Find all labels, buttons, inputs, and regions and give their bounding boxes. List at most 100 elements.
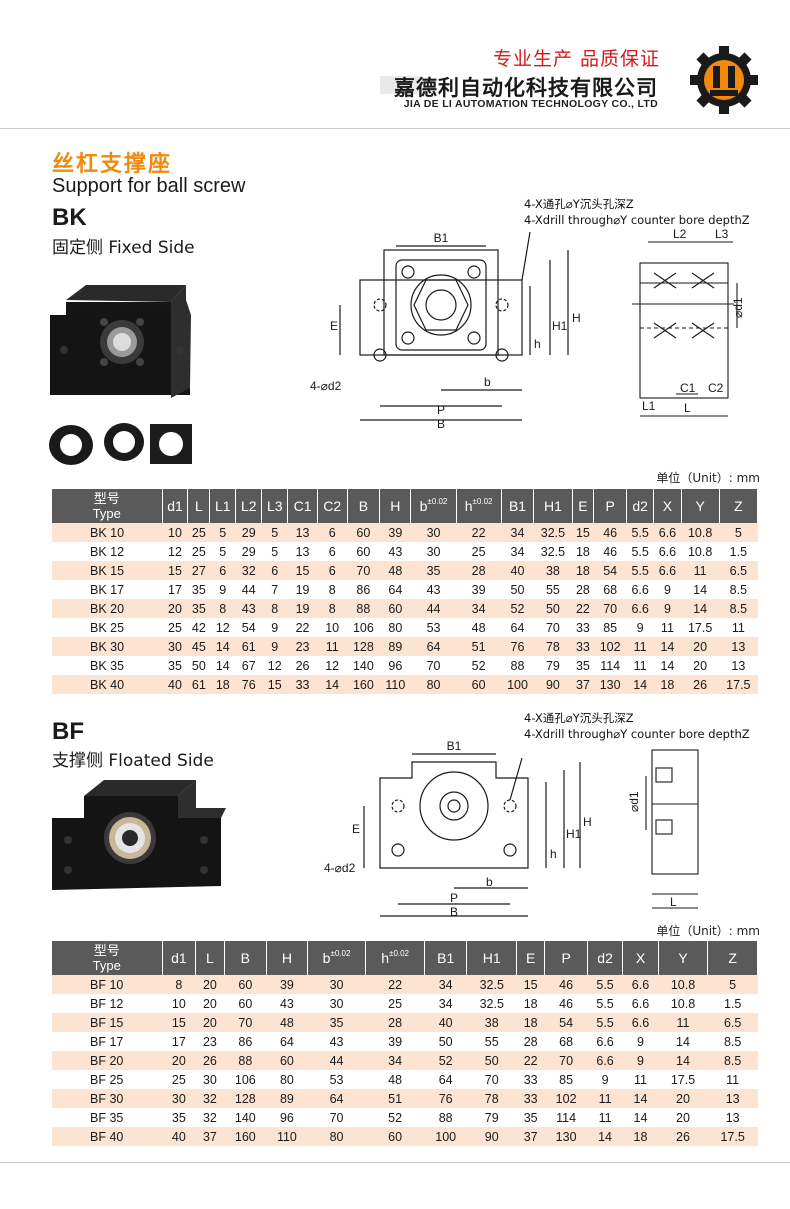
table-cell-type: BF 30 bbox=[52, 1089, 162, 1108]
table-cell: 79 bbox=[466, 1108, 517, 1127]
table-cell: 17.5 bbox=[719, 675, 758, 694]
table-cell: 14 bbox=[622, 1089, 659, 1108]
table-cell: 11 bbox=[626, 637, 654, 656]
table-cell: 43 bbox=[410, 580, 457, 599]
table-cell: 27 bbox=[187, 561, 210, 580]
table-cell: 14 bbox=[209, 637, 236, 656]
bf-col-e: E bbox=[516, 941, 546, 975]
table-cell: 48 bbox=[365, 1070, 425, 1089]
table-cell: 6.6 bbox=[626, 580, 654, 599]
table-cell: 10.8 bbox=[658, 975, 708, 994]
table-cell: 5.5 bbox=[626, 523, 654, 542]
table-cell: 60 bbox=[224, 975, 267, 994]
table-cell: 22 bbox=[287, 618, 318, 637]
table-cell: 48 bbox=[456, 618, 502, 637]
table-cell: 20 bbox=[195, 975, 225, 994]
table-cell: 18 bbox=[516, 994, 545, 1013]
table-cell: 39 bbox=[365, 1032, 425, 1051]
bk-col-l: L bbox=[187, 489, 211, 523]
table-cell: 15 bbox=[287, 561, 318, 580]
table-cell: 28 bbox=[516, 1032, 545, 1051]
table-cell: 70 bbox=[224, 1013, 267, 1032]
table-cell: 5 bbox=[707, 975, 758, 994]
table-cell: 26 bbox=[195, 1051, 225, 1070]
table-cell: 25 bbox=[187, 523, 210, 542]
bk-col-e: E bbox=[572, 489, 595, 523]
table-cell: 80 bbox=[307, 1127, 366, 1146]
table-cell: 45 bbox=[187, 637, 210, 656]
bf-col-y: Y bbox=[658, 941, 709, 975]
bk-side-drawing: L2 L3 ⌀d1 C1 C2 L1 L bbox=[632, 228, 745, 417]
table-cell: 79 bbox=[533, 656, 573, 675]
bf-hole-note-cn: 4-X通孔⌀Y沉头孔深Z bbox=[524, 711, 634, 725]
bf-col-p: P bbox=[544, 941, 588, 975]
table-cell: 20 bbox=[658, 1089, 708, 1108]
table-cell: 34 bbox=[501, 523, 534, 542]
bf-product-photo bbox=[52, 780, 226, 890]
table-cell: 14 bbox=[622, 1108, 659, 1127]
bk-title: BK bbox=[52, 204, 87, 231]
bk-label-c1: C1 bbox=[680, 381, 696, 395]
table-cell: 37 bbox=[195, 1127, 225, 1146]
table-cell: 46 bbox=[544, 994, 588, 1013]
table-cell: 19 bbox=[287, 599, 318, 618]
table-cell: 20 bbox=[195, 1013, 225, 1032]
table-cell: 80 bbox=[379, 618, 411, 637]
bk-product-photo bbox=[49, 285, 192, 465]
table-cell: 6.6 bbox=[626, 599, 654, 618]
bf-label-h: h bbox=[550, 847, 557, 861]
table-cell: 8.5 bbox=[719, 599, 758, 618]
table-cell: 9 bbox=[209, 580, 236, 599]
bk-col-h: H bbox=[379, 489, 412, 523]
bf-hole-note-en: 4-Xdrill through⌀Y counter bore depthZ bbox=[524, 727, 750, 741]
bk-col-c1: C1 bbox=[287, 489, 318, 523]
table-cell: 9 bbox=[622, 1051, 659, 1070]
table-cell: 6.6 bbox=[653, 561, 682, 580]
table-cell: 30 bbox=[307, 994, 366, 1013]
bk-col-l2: L2 bbox=[235, 489, 263, 523]
table-cell: 6 bbox=[317, 542, 348, 561]
table-cell: 33 bbox=[516, 1089, 545, 1108]
table-cell: 26 bbox=[287, 656, 318, 675]
table-cell: 43 bbox=[307, 1032, 366, 1051]
table-cell: 70 bbox=[593, 599, 627, 618]
table-cell: 28 bbox=[365, 1013, 425, 1032]
table-cell: 33 bbox=[287, 675, 318, 694]
table-cell: 48 bbox=[379, 561, 411, 580]
table-cell: 22 bbox=[516, 1051, 545, 1070]
header-slogan: 专业生产 品质保证 bbox=[492, 48, 660, 70]
table-cell: 86 bbox=[347, 580, 380, 599]
table-cell: 26 bbox=[681, 675, 720, 694]
bk-col-h1: H1 bbox=[533, 489, 573, 523]
table-cell: 10 bbox=[162, 994, 196, 1013]
table-cell: 14 bbox=[681, 580, 720, 599]
table-cell: 22 bbox=[365, 975, 425, 994]
company-name-en: JIA DE LI AUTOMATION TECHNOLOGY CO., LTD bbox=[403, 98, 658, 110]
table-cell: 37 bbox=[572, 675, 594, 694]
bk-hole-note-cn: 4-X通孔⌀Y沉头孔深Z bbox=[524, 197, 634, 211]
company-name-cn: 嘉德利自动化科技有限公司 bbox=[394, 76, 658, 100]
table-cell: 70 bbox=[544, 1051, 588, 1070]
table-cell: 37 bbox=[516, 1127, 545, 1146]
table-cell: 130 bbox=[544, 1127, 588, 1146]
table-cell: 60 bbox=[365, 1127, 425, 1146]
bk-label-l1: L1 bbox=[642, 399, 656, 413]
table-cell: 86 bbox=[224, 1032, 267, 1051]
bk-col-y: Y bbox=[681, 489, 720, 523]
section-title-cn: 丝杠支撑座 bbox=[52, 152, 173, 177]
table-cell: 28 bbox=[572, 580, 594, 599]
table-cell: 13 bbox=[707, 1089, 758, 1108]
table-cell: 34 bbox=[456, 599, 502, 618]
table-cell: 64 bbox=[307, 1089, 366, 1108]
table-cell: 25 bbox=[162, 618, 188, 637]
bf-hole-note: 4-X通孔⌀Y沉头孔深Z 4-Xdrill through⌀Y counter … bbox=[524, 710, 750, 742]
table-cell: 30 bbox=[162, 1089, 196, 1108]
table-cell: 46 bbox=[544, 975, 588, 994]
table-cell-type: BK 30 bbox=[52, 637, 162, 656]
table-cell: 13 bbox=[707, 1108, 758, 1127]
table-cell: 8 bbox=[209, 599, 236, 618]
